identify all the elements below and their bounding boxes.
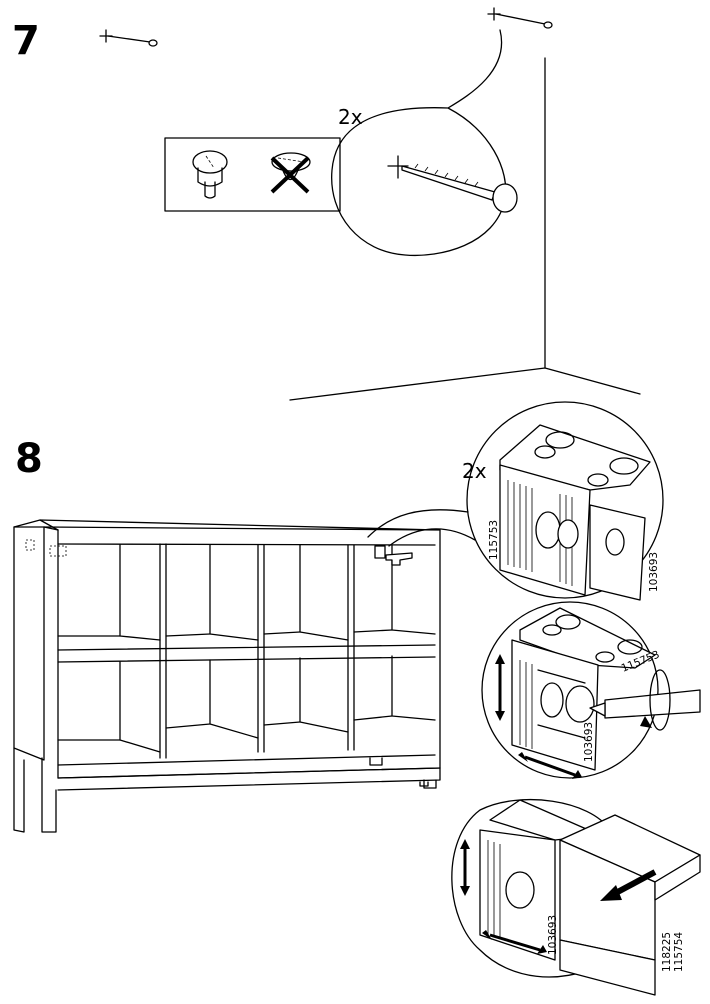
- wall-corner: [289, 57, 641, 401]
- screw-detail-icon: [387, 155, 518, 213]
- step-8: 8 2x: [13, 401, 701, 996]
- step-number-7: 7: [12, 18, 40, 64]
- rotate-arrow-icon: [640, 716, 652, 728]
- screw-icon: [99, 29, 158, 47]
- part-number: 103693: [583, 722, 595, 762]
- part-number: 115754: [673, 932, 685, 972]
- horizontal-adjust-arrow-icon: [489, 933, 541, 952]
- head-type-box: [164, 137, 341, 212]
- step-7: 7 2x: [12, 7, 641, 401]
- part-number: 115753: [488, 520, 500, 560]
- push-arrow-icon: [610, 869, 657, 898]
- step-number-8: 8: [15, 436, 43, 482]
- wall-screw-icon: [487, 7, 553, 29]
- part-number: 118225: [661, 932, 673, 972]
- incorrect-screw-head-icon: [270, 152, 311, 194]
- horizontal-adjust-arrow-icon: [524, 755, 576, 777]
- part-number: 103693: [547, 915, 559, 955]
- bracket-detail-1: 115753 103693: [466, 401, 664, 601]
- cross-icon: [270, 156, 310, 194]
- part-number: 103693: [648, 552, 660, 592]
- shelf-unit-illustration: [13, 509, 476, 833]
- bracket-detail-2: 115753 103693: [481, 601, 701, 779]
- quantity-label: 2x: [338, 105, 363, 129]
- correct-screw-head-icon: [192, 150, 228, 199]
- bracket-detail-3: 103693 118225 115754: [451, 799, 701, 996]
